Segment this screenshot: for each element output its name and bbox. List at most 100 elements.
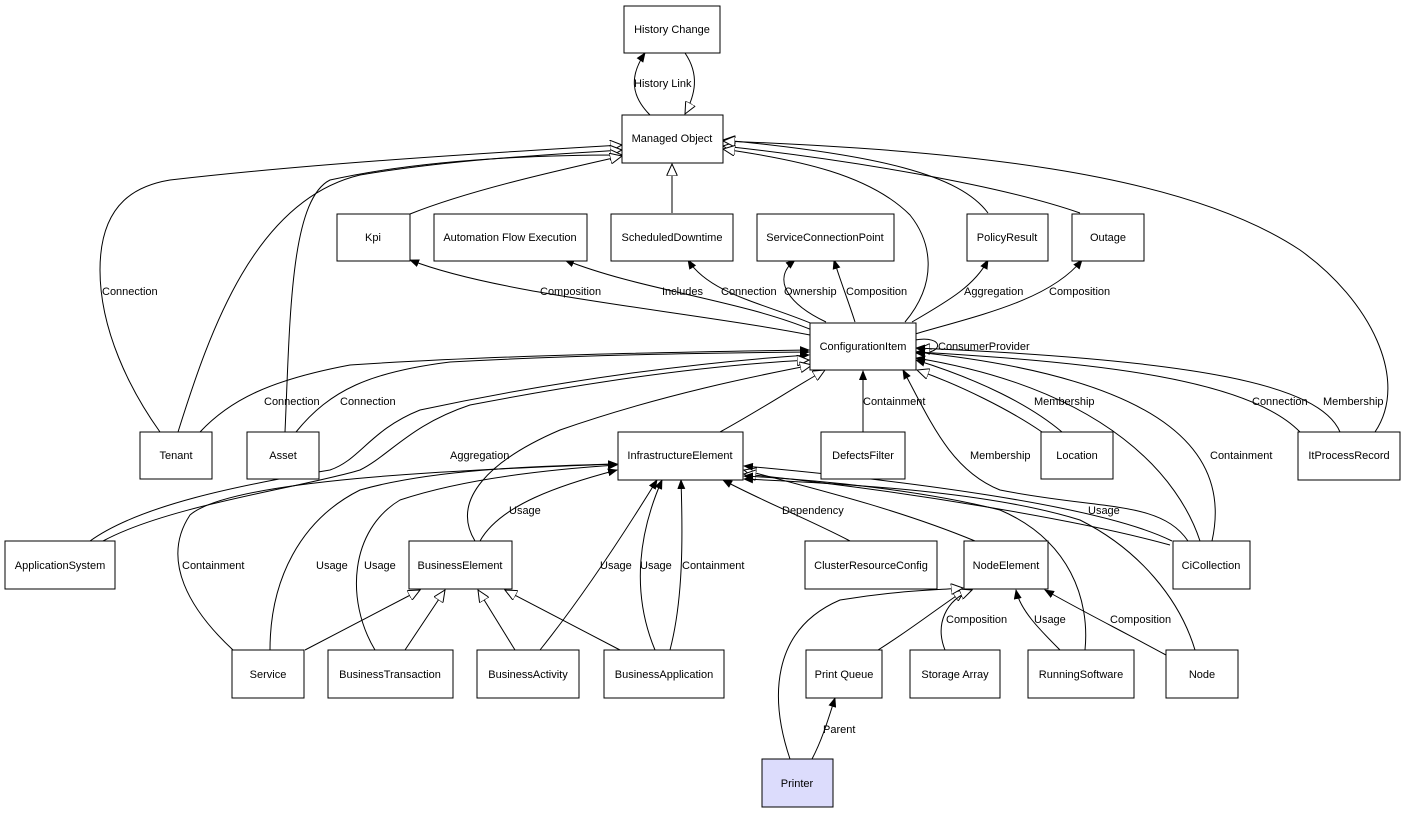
edge-location-ci: Membership (915, 358, 1095, 433)
edge-node-ne-composition: Composition (1044, 589, 1171, 656)
node-managed-object[interactable]: Managed Object (621, 114, 724, 164)
node-printer[interactable]: Printer (761, 758, 834, 808)
edge-label-policy-aggregation: Aggregation (964, 286, 1023, 298)
edge-ci-outage-composition: Composition (914, 259, 1110, 335)
node-label: ServiceConnectionPoint (766, 232, 883, 244)
node-defects-filter[interactable]: DefectsFilter (820, 431, 906, 480)
node-label: Tenant (159, 450, 192, 462)
edge-label-storage-composition: Composition (946, 614, 1007, 626)
edge-ci-policy-aggregation: Aggregation (911, 259, 1023, 323)
node-location[interactable]: Location (1040, 431, 1114, 480)
edge-label-ba-usage: Usage (600, 560, 632, 572)
edge-outage-managed-object (723, 146, 1081, 214)
edge-defects-ci: Containment (859, 370, 925, 432)
node-label: Print Queue (815, 669, 874, 681)
node-policy-result[interactable]: PolicyResult (966, 213, 1049, 262)
node-label: ItProcessRecord (1308, 450, 1389, 462)
edge-label-running-usage: Usage (1034, 614, 1066, 626)
edge-label-asset-ci-connection: Connection (340, 396, 396, 408)
node-asset[interactable]: Asset (246, 431, 320, 480)
node-business-activity[interactable]: BusinessActivity (476, 649, 580, 699)
edge-label-printer-parent: Parent (823, 724, 855, 736)
edge-label-node-composition: Composition (1110, 614, 1171, 626)
edge-asset-ci-connection: Connection (295, 348, 810, 433)
edge-label-service-usage: Usage (316, 560, 348, 572)
edge-tenant-managed-object: Connection (99, 145, 622, 433)
edge-ci-afe-includes: Includes (564, 259, 813, 331)
node-label: Asset (269, 450, 297, 462)
node-label: DefectsFilter (832, 450, 894, 462)
edge-cluster-ie-dependency: Dependency (722, 479, 851, 542)
edge-ie-ci (719, 370, 825, 433)
node-label: CiCollection (1182, 560, 1241, 572)
node-label: BusinessElement (418, 560, 503, 572)
node-business-application[interactable]: BusinessApplication (603, 649, 725, 699)
edge-ci-scp-ownership: Ownership (783, 259, 837, 323)
node-it-process-record[interactable]: ItProcessRecord (1297, 431, 1401, 481)
node-label: InfrastructureElement (627, 450, 732, 462)
edge-label-scp-composition: Composition (846, 286, 907, 298)
node-storage-array[interactable]: Storage Array (909, 649, 1001, 699)
edge-kpi-managed-object (409, 156, 622, 215)
node-cluster-resource-config[interactable]: ClusterResourceConfig (804, 540, 938, 590)
edge-service-ie-containment: Containment (177, 460, 618, 651)
edge-label-kpi-composition: Composition (540, 286, 601, 298)
edge-appsys-ci-aggregation: Aggregation (89, 351, 809, 542)
edge-bt-ie-usage: Usage (356, 461, 618, 651)
edge-itpr-ci: Connection Membership (915, 344, 1384, 433)
node-business-transaction[interactable]: BusinessTransaction (327, 649, 454, 699)
edge-pq-ne (877, 590, 965, 651)
edge-label-sd-connection: Connection (721, 286, 777, 298)
edge-ci-scp-composition: Composition (832, 259, 907, 323)
edge-ci-sd-connection: Connection (687, 259, 816, 326)
node-application-system[interactable]: ApplicationSystem (4, 540, 116, 590)
node-label: BusinessTransaction (339, 669, 441, 681)
edge-be-ci (467, 365, 812, 542)
edge-asset-managed-object (284, 155, 622, 433)
node-scheduled-downtime[interactable]: ScheduledDowntime (610, 213, 734, 262)
edge-running-node-ie (743, 472, 1196, 651)
node-history-change[interactable]: History Change (623, 5, 721, 54)
node-label: Kpi (365, 232, 381, 244)
node-service-connection-point[interactable]: ServiceConnectionPoint (756, 213, 895, 262)
edge-printer-ne (778, 588, 963, 760)
edge-label-history-link: History Link (634, 78, 692, 90)
edge-storage-ne: Composition (940, 590, 1007, 651)
node-outage[interactable]: Outage (1071, 213, 1145, 262)
node-label: Location (1056, 450, 1098, 462)
node-label: PolicyResult (977, 232, 1038, 244)
edge-ci-collection-ci: Membership Containment (902, 348, 1272, 542)
node-label: Automation Flow Execution (443, 232, 576, 244)
node-kpi[interactable]: Kpi (336, 213, 411, 262)
node-label: BusinessApplication (615, 669, 713, 681)
node-label: Managed Object (632, 133, 713, 145)
edge-ba-ie-usage: Usage (478, 479, 658, 651)
edge-history-link: History Link (633, 52, 694, 116)
node-infrastructure-element[interactable]: InfrastructureElement (617, 431, 744, 481)
node-configuration-item[interactable]: ConfigurationItem (809, 322, 917, 371)
edge-running-ne-usage: Usage (1013, 589, 1066, 651)
node-print-queue[interactable]: Print Queue (805, 649, 883, 699)
edge-label-ci-collection-containment: Containment (1210, 450, 1272, 462)
node-tenant[interactable]: Tenant (139, 431, 213, 480)
edge-label-tenant-connection: Connection (102, 286, 158, 298)
edge-label-outage-composition: Composition (1049, 286, 1110, 298)
edge-service-ie-usage: Usage (269, 460, 618, 651)
node-service[interactable]: Service (231, 649, 305, 699)
edge-label-afe-includes: Includes (662, 286, 703, 298)
node-label: Storage Array (921, 669, 989, 681)
node-ci-collection[interactable]: CiCollection (1172, 540, 1251, 590)
edge-tenant-ci-connection: Connection (199, 346, 810, 433)
edge-label-ci-collection-membership: Membership (970, 450, 1031, 462)
node-node[interactable]: Node (1165, 649, 1239, 699)
edge-label-itpr-membership: Membership (1323, 396, 1384, 408)
node-automation-flow-execution[interactable]: Automation Flow Execution (433, 213, 588, 262)
node-business-element[interactable]: BusinessElement (408, 540, 513, 590)
node-running-software[interactable]: RunningSoftware (1027, 649, 1135, 699)
node-label: ClusterResourceConfig (814, 560, 928, 572)
node-label: Node (1189, 669, 1215, 681)
node-node-element[interactable]: NodeElement (963, 540, 1049, 590)
edge-label-bapp-usage: Usage (640, 560, 672, 572)
node-label: ApplicationSystem (15, 560, 106, 572)
